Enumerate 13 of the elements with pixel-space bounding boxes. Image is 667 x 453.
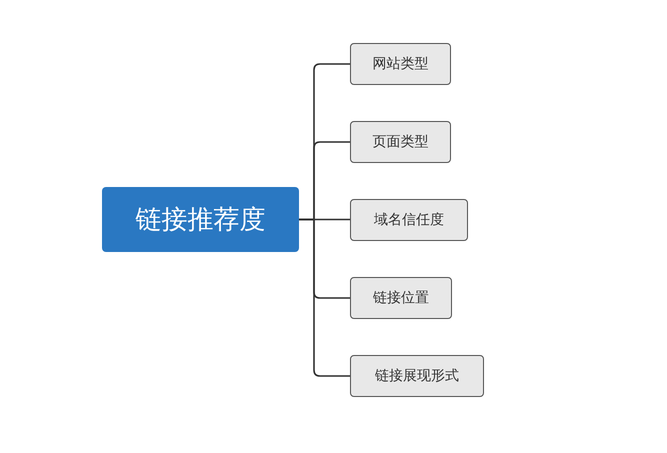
subtopic-text: 网站类型 xyxy=(372,55,428,73)
subtopic-box xyxy=(350,43,451,85)
subtopic-text: 页面类型 xyxy=(372,133,428,151)
subtopic-text: 域名信任度 xyxy=(374,211,444,229)
subtopic-text: 链接展现形式 xyxy=(375,367,459,385)
topic-text: 链接推荐度 xyxy=(136,204,266,237)
subtopic-text: 链接位置 xyxy=(373,289,429,307)
subtopic-box xyxy=(350,199,468,241)
connector-line xyxy=(299,218,350,377)
subtopic-box xyxy=(350,277,452,319)
subtopic-box xyxy=(350,355,484,397)
subtopic-box xyxy=(350,121,451,163)
topic-box xyxy=(102,187,299,252)
